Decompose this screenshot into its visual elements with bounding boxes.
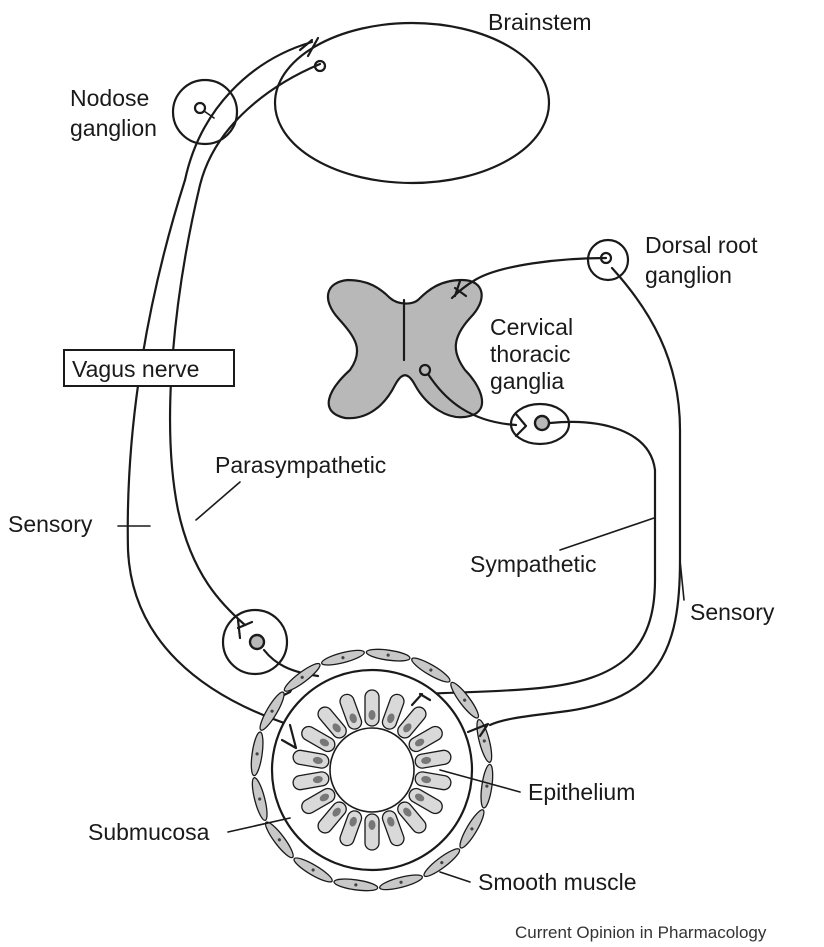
parasympathetic-leader [196, 482, 240, 520]
nodose-label-1: Nodose [70, 85, 149, 111]
sympathetic-label: Sympathetic [470, 551, 597, 577]
brainstem-shape [275, 23, 549, 183]
brainstem-label: Brainstem [488, 9, 592, 35]
drg-label-2: ganglion [645, 262, 732, 288]
airway-lumen [330, 728, 414, 812]
parasympathetic-label: Parasympathetic [215, 452, 386, 478]
smooth-muscle-cell [479, 764, 495, 809]
smooth-muscle-cell [333, 877, 378, 893]
drg-label-1: Dorsal root [645, 232, 758, 258]
sympathetic-ganglion-neuron [535, 416, 549, 430]
submucosa-label: Submucosa [88, 819, 210, 845]
sympathetic-leader [560, 518, 654, 550]
sensory-right-label: Sensory [690, 599, 775, 625]
parasympathetic-synapse-mark [238, 620, 252, 638]
ganglia-label-1: Cervical [490, 314, 573, 340]
smooth-muscle-cell [320, 647, 365, 668]
smooth-muscle-cell [378, 872, 423, 893]
epithelium-label: Epithelium [528, 779, 635, 805]
ganglia-label-3: ganglia [490, 368, 564, 394]
smooth-muscle-cell [249, 776, 270, 821]
smooth-muscle-label: Smooth muscle [478, 869, 637, 895]
epithelial-cell [365, 814, 379, 850]
vagus-nerve-label: Vagus nerve [72, 356, 199, 382]
journal-credit: Current Opinion in Pharmacology [515, 923, 767, 942]
smooth-muscle-leader [440, 872, 470, 882]
parasympathetic-ganglion-neuron [250, 635, 264, 649]
sensory-left-label: Sensory [8, 511, 93, 537]
airway-cross-section [249, 647, 495, 893]
epithelial-cell [365, 690, 379, 726]
ganglia-label-2: thoracic [490, 341, 571, 367]
nodose-label-2: ganglion [70, 115, 157, 141]
smooth-muscle-cell [366, 647, 411, 663]
submucosa-leader [228, 818, 290, 832]
sympathetic-synapse-mark [516, 414, 526, 436]
smooth-muscle-cell [249, 731, 265, 776]
dorsal-root-ganglion [588, 240, 628, 280]
